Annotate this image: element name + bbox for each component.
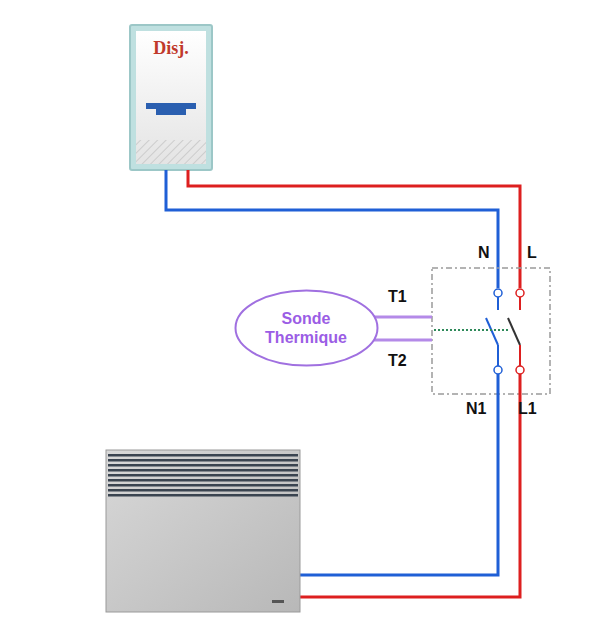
node-text: Disj. xyxy=(153,38,189,60)
live-wire xyxy=(188,170,520,288)
terminal-label: N xyxy=(478,244,490,262)
probe-ellipse: Sonde Thermique xyxy=(234,289,379,367)
breaker-box: Disj. xyxy=(136,30,206,68)
node-text: Sonde Thermique xyxy=(256,309,356,347)
neutral-wire xyxy=(166,170,498,288)
breaker-body xyxy=(130,25,212,170)
live-wire xyxy=(300,374,520,597)
relay-contacts xyxy=(434,289,524,374)
probe-wire xyxy=(366,316,432,319)
radiator xyxy=(106,450,300,612)
terminal-label: T1 xyxy=(388,288,407,306)
terminal-label: L1 xyxy=(518,400,537,418)
terminal-label: T2 xyxy=(388,352,407,370)
ellipse-outline xyxy=(234,289,379,367)
terminal-label: N1 xyxy=(466,400,486,418)
terminal-label: L xyxy=(527,244,537,262)
relay-housing xyxy=(432,268,550,394)
probe-wire xyxy=(366,339,432,342)
neutral-wire xyxy=(300,374,498,575)
